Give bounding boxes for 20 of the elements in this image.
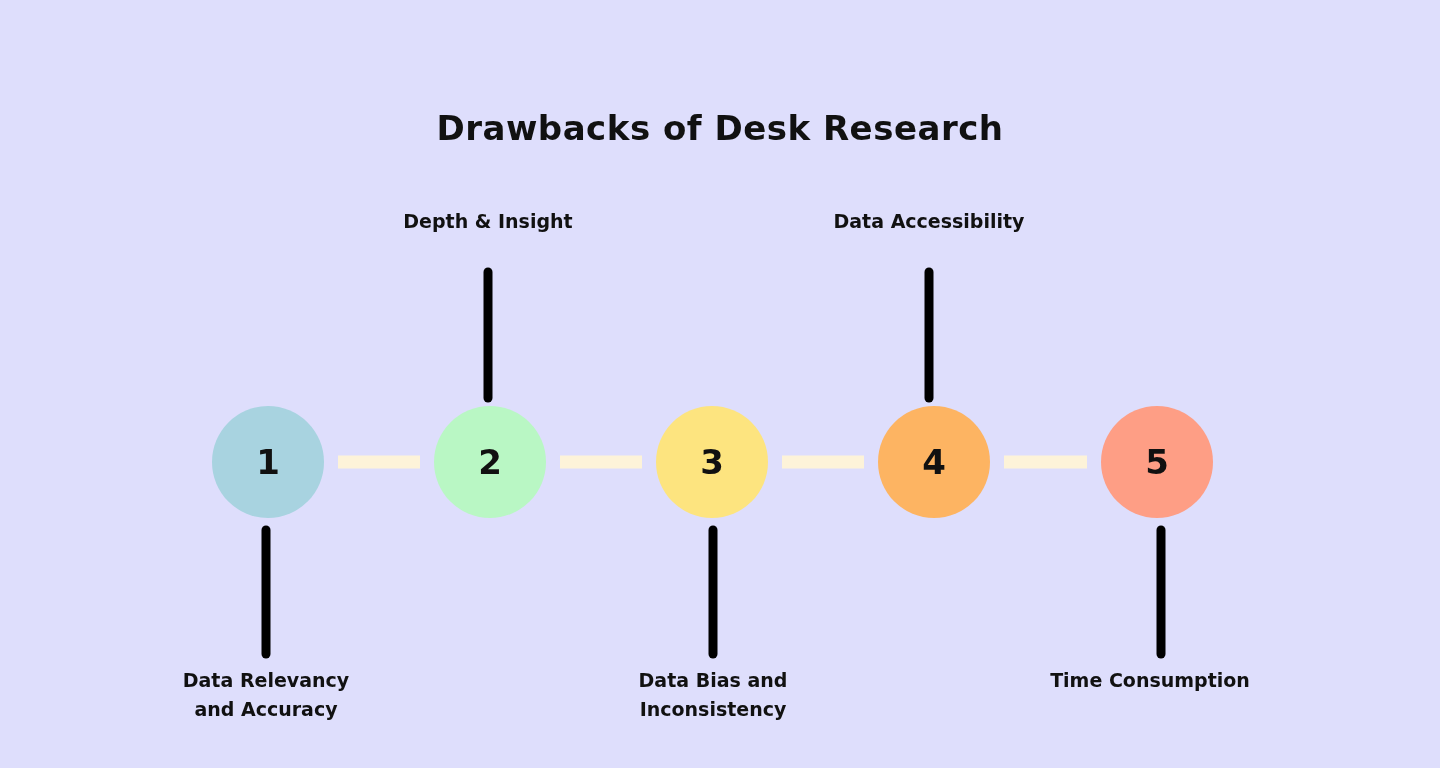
step-label: Time Consumption [1045, 666, 1255, 695]
connector-line [924, 267, 934, 403]
step-number: 1 [256, 442, 280, 482]
connector-line [1156, 525, 1166, 659]
connector-line [1004, 455, 1087, 469]
step-number: 5 [1145, 442, 1169, 482]
diagram-title: Drawbacks of Desk Research [436, 108, 1004, 148]
step-label: Data Bias and Inconsistency [608, 666, 818, 724]
step-number: 2 [478, 442, 502, 482]
step-number: 4 [922, 442, 946, 482]
connector-line [560, 455, 642, 469]
step-label: Depth & Insight [383, 207, 593, 236]
step-label: Data Accessibility [824, 207, 1034, 236]
connector-line [782, 455, 864, 469]
connector-line [338, 455, 420, 469]
connector-line [483, 267, 493, 403]
connector-line [708, 525, 718, 659]
step-label: Data Relevancy and Accuracy [161, 666, 371, 724]
step-number: 3 [700, 442, 724, 482]
connector-line [261, 525, 271, 659]
